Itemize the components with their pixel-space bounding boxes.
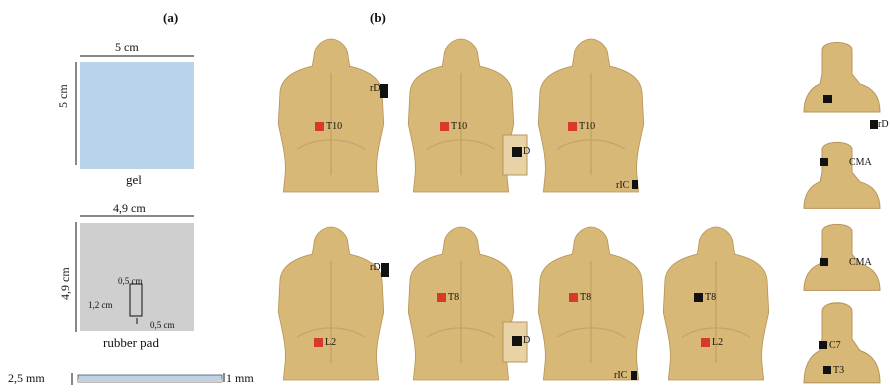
label-bottom-4-spine: T8: [705, 292, 716, 303]
torso-bottom-3: [538, 227, 643, 380]
torso-top-3: [538, 39, 643, 192]
electrode-neck-3: [820, 258, 828, 266]
electrode-T10-3: [568, 122, 577, 131]
electrode-neck-C7: [819, 341, 827, 349]
electrode-rD-1: [380, 84, 388, 98]
label-bottom-1-shoulder: rD: [370, 262, 381, 273]
electrode-T8-1: [437, 293, 446, 302]
torso-bottom-2: [408, 227, 513, 380]
electrode-T8-2: [569, 293, 578, 302]
label-top-3-spine: T10: [579, 121, 595, 132]
neck-label-2: CMA: [849, 157, 872, 168]
neck-label-4: C7: [829, 340, 841, 351]
neck-view-2: [804, 142, 880, 208]
label-bottom-1-spine: L2: [325, 337, 336, 348]
electrode-neck-1: [823, 95, 832, 103]
label-top-2-inset: D: [523, 146, 530, 157]
label-bottom-4-spine2: L2: [712, 337, 723, 348]
label-bottom-3-spine: T8: [580, 292, 591, 303]
electrode-rD-2: [381, 263, 389, 277]
torso-top-2: [408, 39, 513, 192]
electrode-neck-2: [820, 158, 828, 166]
neck-label-3: CMA: [849, 257, 872, 268]
label-bottom-2-spine: T8: [448, 292, 459, 303]
label-top-1-spine: T10: [326, 121, 342, 132]
electrode-rIC-2: [631, 371, 637, 380]
electrode-neck-T3: [823, 366, 831, 374]
electrode-rIC-1: [632, 180, 638, 189]
electrode-L2-2: [701, 338, 710, 347]
neck-label-4b: T3: [833, 365, 844, 376]
electrode-T10-1: [315, 122, 324, 131]
label-bottom-2-inset: D: [523, 335, 530, 346]
electrode-T8-3: [694, 293, 703, 302]
neck-view-1: [804, 43, 880, 113]
label-top-3-hip: rIC: [616, 180, 629, 191]
electrode-D-1: [512, 147, 522, 157]
label-bottom-3-hip: rIC: [614, 370, 627, 381]
torso-bottom-4: [663, 227, 768, 380]
torso-bottom-1: [278, 227, 383, 380]
electrode-T10-2: [440, 122, 449, 131]
torso-top-1: [278, 39, 383, 192]
electrode-neck-rD: [870, 120, 878, 129]
electrode-L2-1: [314, 338, 323, 347]
label-top-1-shoulder: rD: [370, 83, 381, 94]
neck-label-1: rD: [878, 119, 889, 130]
electrode-D-2: [512, 336, 522, 346]
label-top-2-spine: T10: [451, 121, 467, 132]
